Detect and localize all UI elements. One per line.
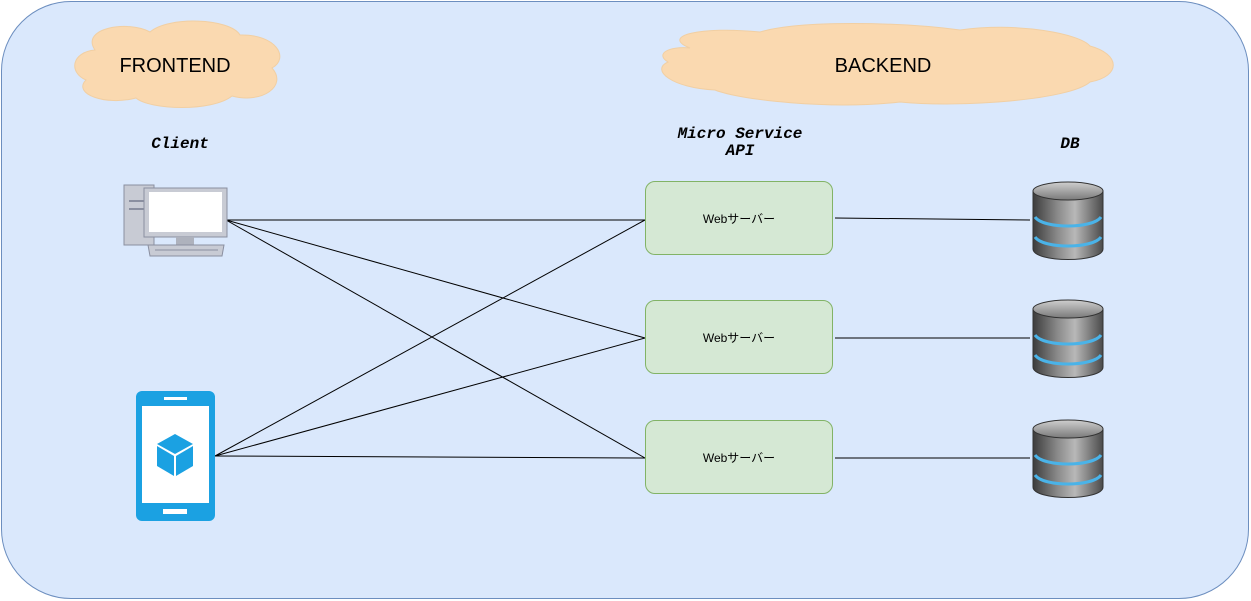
database-icon xyxy=(1032,181,1104,260)
edge-mobile-server3 xyxy=(214,455,646,459)
backend-cloud xyxy=(661,23,1114,106)
web-server-box-1[interactable]: Webサーバー xyxy=(645,181,833,255)
web-server-box-2[interactable]: Webサーバー xyxy=(645,300,833,374)
mobile-phone-icon xyxy=(136,391,215,521)
connections xyxy=(214,217,1031,459)
frontend-cloud xyxy=(74,20,281,108)
frontend-label: FRONTEND xyxy=(119,55,231,77)
api-heading: Micro Service API xyxy=(660,126,820,160)
database-icon xyxy=(1032,419,1104,498)
api-heading-line1: Micro Service xyxy=(677,125,803,143)
edge-pc-server2 xyxy=(225,219,646,339)
db-heading: DB xyxy=(1060,135,1080,153)
client-heading: Client xyxy=(151,135,209,153)
edge-mobile-server2 xyxy=(214,337,646,457)
backend-label: BACKEND xyxy=(834,55,932,77)
web-server-box-3[interactable]: Webサーバー xyxy=(645,420,833,494)
database-icon xyxy=(1032,299,1104,378)
edge-server1-db1 xyxy=(834,217,1031,221)
desktop-computer-icon xyxy=(123,184,228,257)
cube-icon xyxy=(157,434,193,476)
edge-pc-server3 xyxy=(225,219,646,459)
edge-mobile-server1 xyxy=(214,219,646,457)
api-heading-line2: API xyxy=(725,142,755,160)
